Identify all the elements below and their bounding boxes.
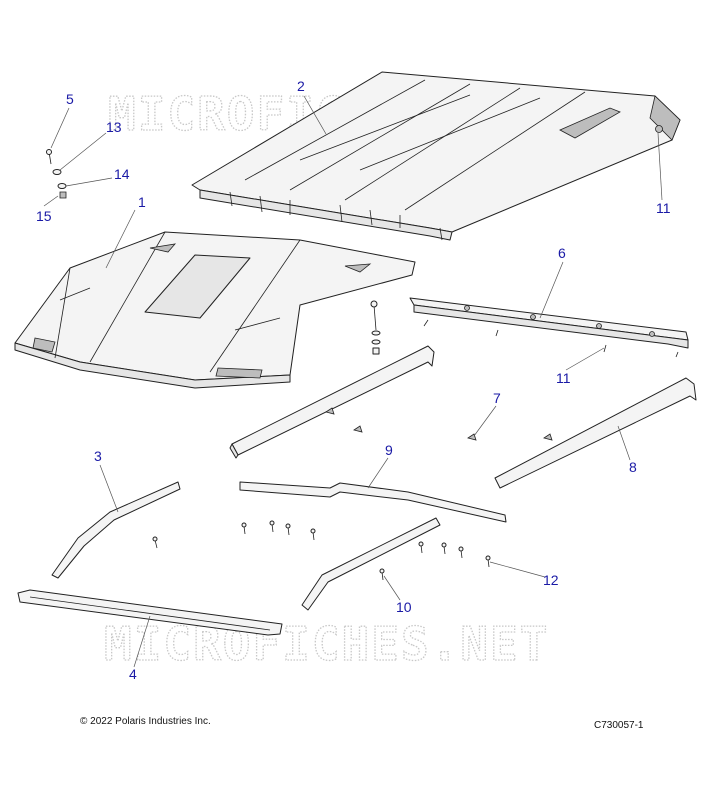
watermark-bottom: MICROFICHES.NET: [104, 617, 549, 671]
part-roof-front-cap: [14, 231, 416, 389]
part-clips: [325, 407, 553, 441]
callout-labels: 1 2 3 4 5 6 7 8 9 10 11 11 12 13 14 15: [36, 78, 671, 682]
part-seal-strip: [239, 481, 507, 523]
callout-3: 3: [94, 448, 102, 464]
screws: [152, 520, 491, 581]
callout-14: 14: [114, 166, 130, 182]
callout-11-top: 11: [656, 200, 671, 216]
part-left-trim: [51, 481, 181, 579]
callout-6: 6: [558, 245, 566, 261]
callout-15: 15: [36, 208, 52, 224]
callout-1: 1: [138, 194, 146, 210]
figure-id: C730057-1: [594, 720, 644, 731]
callout-11-right: 11: [556, 370, 571, 386]
callout-5: 5: [66, 91, 74, 107]
part-roof-top-panel: [191, 71, 681, 241]
callout-2: 2: [297, 78, 305, 94]
hardware-stack: [370, 300, 381, 355]
callout-10: 10: [396, 599, 412, 615]
part-left-side-rail: [229, 345, 435, 459]
callout-4: 4: [129, 666, 137, 682]
part-lower-trim: [301, 517, 441, 611]
hardware-small: [46, 149, 67, 199]
part-rear-rail: [409, 297, 689, 358]
callout-9: 9: [385, 442, 393, 458]
copyright-text: © 2022 Polaris Industries Inc.: [80, 716, 211, 727]
callout-8: 8: [629, 459, 637, 475]
part-right-side-rail: [494, 377, 697, 489]
part-front-strip: [17, 589, 283, 636]
callout-12: 12: [543, 572, 559, 588]
callout-13: 13: [106, 119, 122, 135]
callout-7: 7: [493, 390, 501, 406]
leader-lines: [43, 95, 663, 668]
